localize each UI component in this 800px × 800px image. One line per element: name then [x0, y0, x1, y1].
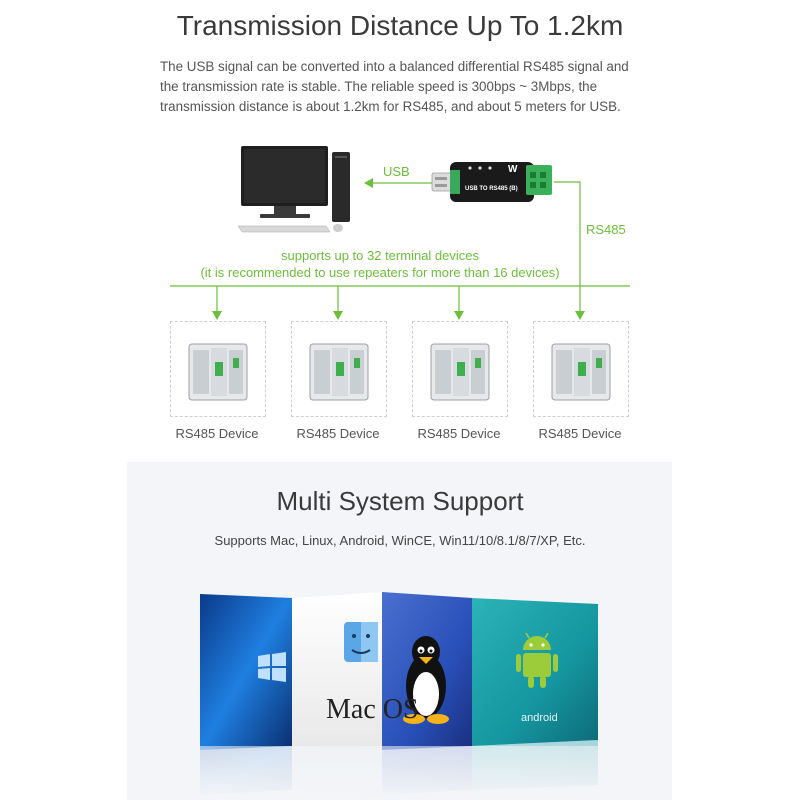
device-label: RS485 Device — [417, 426, 501, 441]
os-panels — [198, 592, 600, 800]
windows-panel — [200, 594, 292, 750]
linux-panel — [382, 592, 472, 750]
windows-logo-icon — [258, 652, 286, 682]
device-label: RS485 Device — [538, 426, 622, 441]
drop-arrowhead — [212, 311, 222, 320]
android-text: android — [521, 712, 558, 724]
drop-arrowhead — [333, 311, 343, 320]
mac-panel — [292, 592, 382, 750]
usb-rs485-converter-icon: W — [431, 162, 552, 202]
drop-arrowhead — [454, 311, 464, 320]
rs485-connection-line — [554, 181, 581, 312]
rs485-device-icon — [430, 343, 490, 401]
svg-text:W: W — [508, 164, 518, 175]
device-label: RS485 Device — [175, 426, 259, 441]
rs485-device-icon — [309, 343, 369, 401]
multi-system-subtitle: Supports Mac, Linux, Android, WinCE, Win… — [214, 533, 586, 548]
converter-print: USB TO RS485 (B) — [465, 186, 518, 192]
rs485-label: RS485 — [586, 222, 626, 237]
usb-arrowhead — [364, 178, 373, 188]
rs485-device-box — [170, 321, 266, 417]
mac-finder-icon — [344, 622, 378, 662]
rs485-device-icon — [188, 343, 248, 401]
mac-os-text: Mac OS — [326, 694, 419, 725]
section-title-multi-system: Multi System Support — [276, 486, 524, 516]
support-note-line2: (it is recommended to use repeaters for … — [200, 265, 560, 280]
rs485-device-box — [291, 321, 387, 417]
support-note-line1: supports up to 32 terminal devices — [281, 248, 479, 263]
usb-label: USB — [383, 164, 410, 179]
android-panel — [472, 598, 598, 746]
rs485-device-box — [533, 321, 629, 417]
tux-penguin-icon — [403, 636, 449, 724]
rs485-device-box — [412, 321, 508, 417]
section-title-transmission: Transmission Distance Up To 1.2km — [176, 10, 624, 41]
computer-icon — [237, 146, 350, 233]
rs485-arrowhead — [575, 311, 585, 320]
android-robot-icon — [516, 632, 558, 688]
transmission-description: The USB signal can be converted into a b… — [160, 59, 629, 114]
device-label: RS485 Device — [296, 426, 380, 441]
connection-diagram: W — [170, 146, 630, 320]
rs485-device-icon — [551, 343, 611, 401]
